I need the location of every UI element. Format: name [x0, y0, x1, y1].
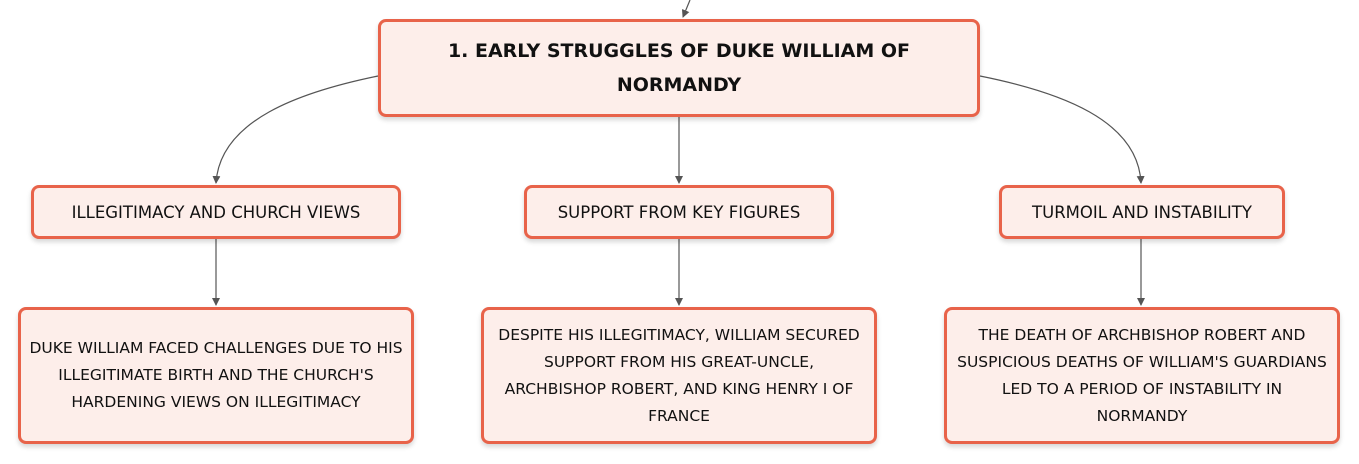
- topic-node-label: SUPPORT FROM KEY FIGURES: [557, 202, 801, 222]
- connector-root-to-topic-1: [212, 75, 379, 184]
- topic-node-support[interactable]: SUPPORT FROM KEY FIGURES: [524, 185, 834, 239]
- detail-node-text: DESPITE HIS ILLEGITIMACY, WILLIAM SECURE…: [498, 325, 860, 425]
- root-node[interactable]: 1. EARLY STRUGGLES OF DUKE WILLIAM OF NO…: [378, 19, 980, 117]
- connector-root-to-topic-3: [979, 75, 1145, 184]
- topic-node-label: ILLEGITIMACY AND CHURCH VIEWS: [71, 202, 361, 222]
- incoming-connector: [681, 0, 691, 18]
- topic-node-label: TURMOIL AND INSTABILITY: [1032, 202, 1252, 222]
- detail-node-support[interactable]: DESPITE HIS ILLEGITIMACY, WILLIAM SECURE…: [481, 307, 877, 444]
- topic-node-turmoil[interactable]: TURMOIL AND INSTABILITY: [999, 185, 1285, 239]
- detail-node-illegitimacy[interactable]: DUKE WILLIAM FACED CHALLENGES DUE TO HIS…: [18, 307, 414, 444]
- detail-node-text: DUKE WILLIAM FACED CHALLENGES DUE TO HIS…: [29, 339, 403, 411]
- detail-node-text: THE DEATH OF ARCHBISHOP ROBERT AND SUSPI…: [957, 325, 1327, 425]
- root-node-label: 1. EARLY STRUGGLES OF DUKE WILLIAM OF NO…: [447, 40, 911, 96]
- detail-node-turmoil[interactable]: THE DEATH OF ARCHBISHOP ROBERT AND SUSPI…: [944, 307, 1340, 444]
- topic-node-illegitimacy[interactable]: ILLEGITIMACY AND CHURCH VIEWS: [31, 185, 401, 239]
